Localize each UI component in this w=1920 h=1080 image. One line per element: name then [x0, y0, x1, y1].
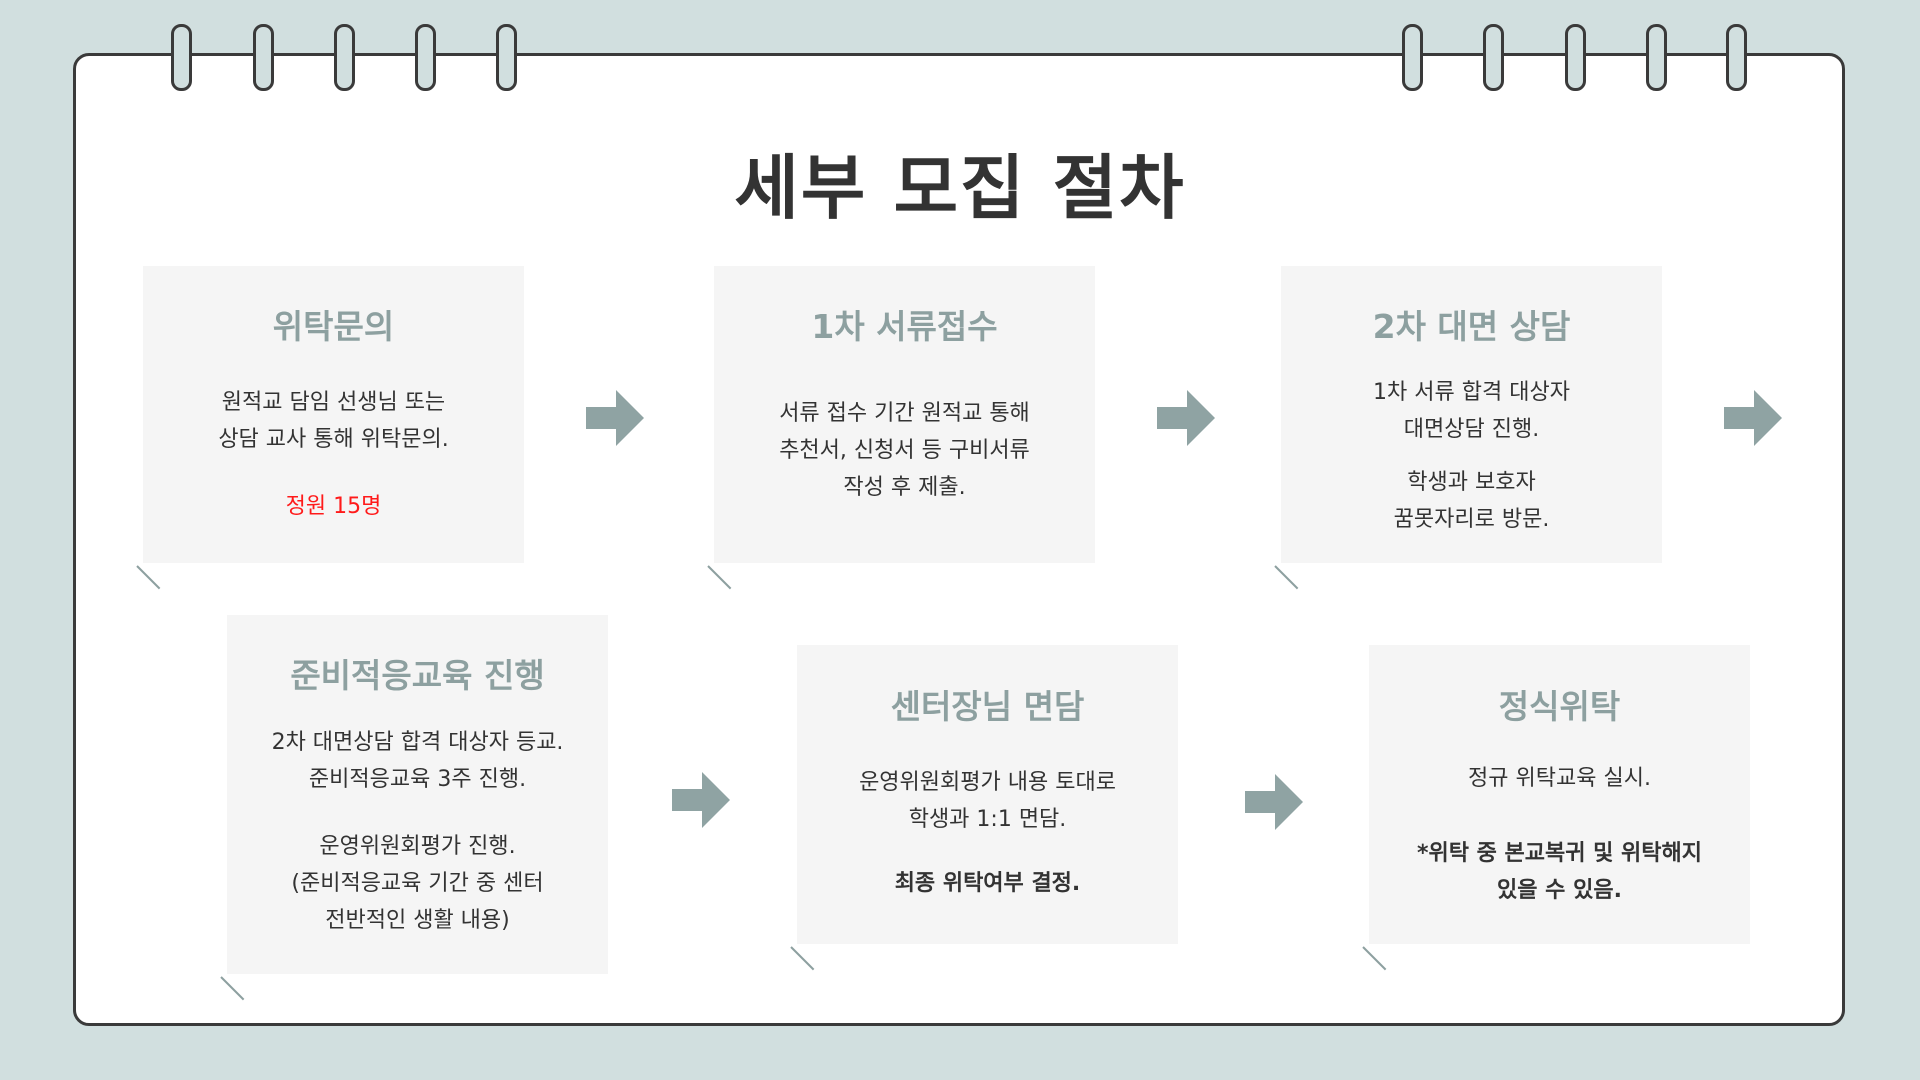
step-title: 위탁문의	[272, 307, 395, 346]
page-title: 세부 모집 절차	[734, 147, 1186, 229]
step-text: 전반적인 생활 내용)	[325, 908, 510, 933]
step-title: 센터장님 면담	[890, 687, 1085, 726]
step-text: 운영위원회평가 내용 토대로	[859, 770, 1116, 795]
step-text: 운영위원회평가 진행.	[319, 834, 516, 859]
binder-ring-icon	[334, 24, 355, 91]
step-text: (준비적응교육 기간 중 센터	[291, 871, 544, 896]
step-text: 1차 서류 합격 대상자	[1373, 380, 1570, 405]
arrow-right-icon	[586, 390, 644, 446]
binder-ring-icon	[1483, 24, 1504, 91]
step-title: 준비적응교육 진행	[290, 656, 545, 695]
step-card-director-meeting: 센터장님 면담 운영위원회평가 내용 토대로 학생과 1:1 면담. 최종 위탁…	[790, 645, 1178, 971]
capacity-text: 정원 15명	[285, 494, 382, 519]
step-text: 학생과 1:1 면담.	[908, 807, 1067, 832]
step-text: 학생과 보호자	[1407, 470, 1536, 495]
step-text: *위탁 중 본교복귀 및 위탁해지	[1416, 841, 1703, 866]
step-text: 작성 후 제출.	[843, 475, 966, 500]
step-text: 최종 위탁여부 결정.	[894, 871, 1081, 896]
step-text: 정규 위탁교육 실시.	[1468, 766, 1651, 791]
step-card-inquiry: 위탁문의 원적교 담임 선생님 또는 상담 교사 통해 위탁문의. 정원 15명	[136, 266, 524, 590]
step-card-official: 정식위탁 정규 위탁교육 실시. *위탁 중 본교복귀 및 위탁해지 있을 수 …	[1362, 645, 1750, 971]
step-card-interview: 2차 대면 상담 1차 서류 합격 대상자 대면상담 진행. 학생과 보호자 꿈…	[1274, 266, 1662, 590]
step-text: 추천서, 신청서 등 구비서류	[779, 438, 1030, 463]
step-card-preparation: 준비적응교육 진행 2차 대면상담 합격 대상자 등교. 준비적응교육 3주 진…	[220, 615, 608, 1001]
arrow-right-icon	[1157, 390, 1215, 446]
binder-ring-icon	[171, 24, 192, 91]
step-title: 1차 서류접수	[811, 307, 998, 346]
arrow-right-icon	[672, 772, 730, 828]
step-text: 원적교 담임 선생님 또는	[221, 390, 446, 415]
binder-ring-icon	[1726, 24, 1747, 91]
arrow-right-icon	[1245, 774, 1303, 830]
step-text: 대면상담 진행.	[1403, 417, 1540, 442]
binder-ring-icon	[1565, 24, 1586, 91]
binder-ring-icon	[1646, 24, 1667, 91]
step-card-document: 1차 서류접수 서류 접수 기간 원적교 통해 추천서, 신청서 등 구비서류 …	[707, 266, 1095, 590]
step-title: 2차 대면 상담	[1372, 307, 1571, 346]
binder-ring-icon	[415, 24, 436, 91]
step-text: 준비적응교육 3주 진행.	[308, 767, 527, 792]
binder-ring-icon	[496, 24, 517, 91]
binder-ring-icon	[253, 24, 274, 91]
step-text: 서류 접수 기간 원적교 통해	[779, 401, 1030, 426]
step-text: 2차 대면상담 합격 대상자 등교.	[271, 730, 564, 755]
step-title: 정식위탁	[1498, 687, 1621, 726]
step-text: 상담 교사 통해 위탁문의.	[218, 427, 449, 452]
binder-ring-icon	[1402, 24, 1423, 91]
arrow-right-icon	[1724, 390, 1782, 446]
step-text: 있을 수 있음.	[1497, 878, 1622, 903]
step-text: 꿈못자리로 방문.	[1393, 507, 1550, 532]
